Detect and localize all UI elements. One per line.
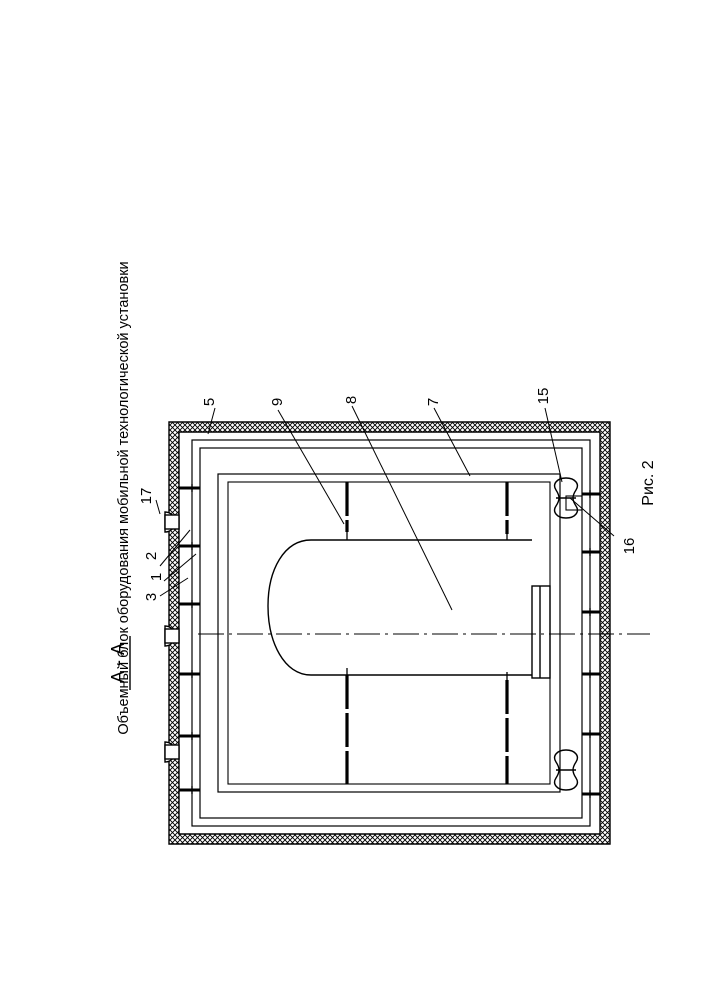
callout-16: 16 — [621, 538, 638, 555]
callout-9: 9 — [269, 398, 286, 406]
equipment-frame-inner — [228, 482, 550, 784]
callout-2-text: 2 — [143, 552, 160, 560]
outer-insulated-wall — [169, 422, 610, 844]
fastener-caps — [192, 484, 590, 798]
callout-15-text: 15 — [535, 388, 552, 405]
callout-5: 5 — [201, 398, 218, 406]
callout-1-text: 1 — [148, 573, 165, 581]
leader-7 — [434, 408, 470, 476]
shelf-ends — [347, 532, 507, 680]
equipment-frame — [218, 474, 560, 792]
lifting-lug-2 — [165, 626, 179, 646]
section-label-group: А - А — [108, 643, 128, 683]
equipment-tank — [268, 540, 550, 678]
callout-9-text: 9 — [269, 398, 286, 406]
callout-1: 1 — [148, 573, 165, 581]
callout-3-text: 3 — [143, 593, 160, 601]
callout-15: 15 — [535, 388, 552, 405]
lifting-lug-1 — [165, 512, 179, 532]
callout-7: 7 — [425, 398, 442, 406]
leader-17 — [156, 500, 160, 514]
leader-lines — [156, 406, 614, 610]
callout-3: 3 — [143, 593, 160, 601]
inner-wall-panel — [192, 440, 590, 826]
mounting-fasteners — [179, 488, 600, 794]
leader-15 — [545, 408, 562, 482]
leader-8 — [352, 406, 452, 610]
shelves — [347, 482, 507, 784]
figure-caption: Рис. 2 — [640, 460, 657, 506]
lifting-lug-3 — [165, 742, 179, 762]
support-bearing-left — [555, 750, 578, 790]
caption-group: Рис. 2 — [640, 460, 657, 506]
callout-5-text: 5 — [201, 398, 218, 406]
callout-16-text: 16 — [621, 538, 638, 555]
callout-17-text: 17 — [138, 488, 155, 505]
callout-8-text: 8 — [343, 396, 360, 404]
callout-8: 8 — [343, 396, 360, 404]
callout-7-text: 7 — [425, 398, 442, 406]
section-label: А - А — [108, 643, 128, 683]
callout-17: 17 — [138, 488, 155, 505]
inner-wall-panel-2 — [200, 448, 582, 818]
callout-2: 2 — [143, 552, 160, 560]
